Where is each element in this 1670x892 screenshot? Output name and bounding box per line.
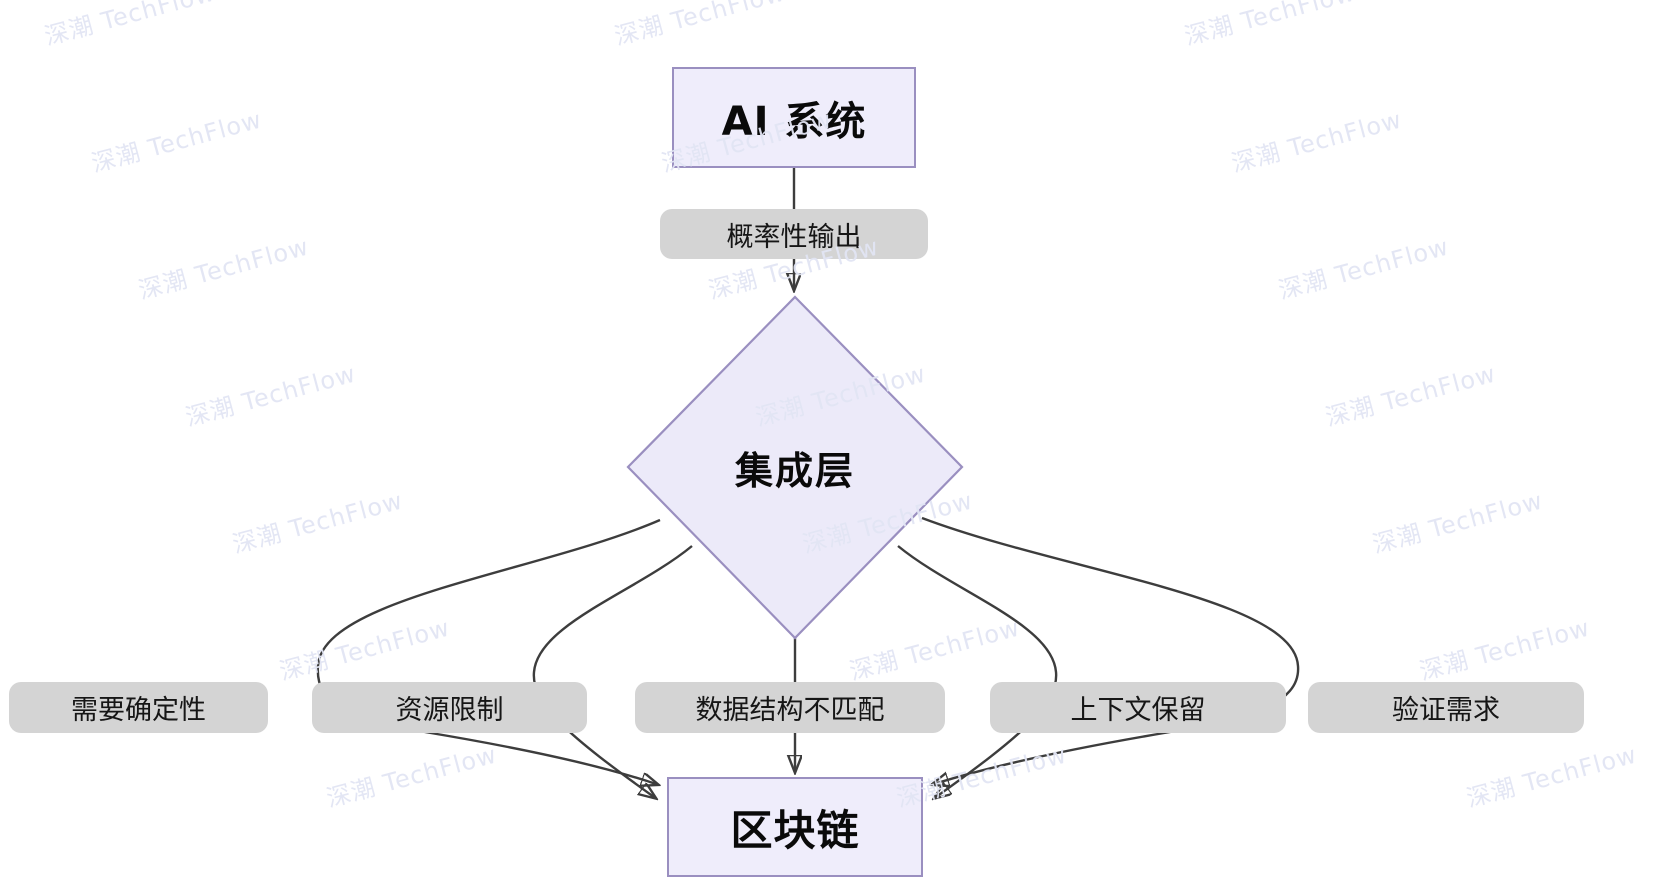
edge-label-probabilistic-output: 概率性输出 <box>660 209 928 259</box>
blockchain-label: 区块链 <box>730 805 860 855</box>
edge-label-text: 概率性输出 <box>726 221 862 253</box>
edge-need-determinism <box>316 518 660 784</box>
edge-label-text: 上下文保留 <box>1070 695 1206 726</box>
edge-context-retention <box>897 545 1058 797</box>
ai-system-node: AI 系统 <box>672 67 916 168</box>
edge-label-need-determinism: 需要确定性 <box>9 682 268 733</box>
edge-label-verification-needs: 验证需求 <box>1308 682 1584 733</box>
edge-label-data-structure-mismatch: 数据结构不匹配 <box>635 682 945 733</box>
edge-label-context-retention: 上下文保留 <box>990 682 1286 733</box>
edge-label-text: 需要确定性 <box>71 695 206 726</box>
edge-label-text: 资源限制 <box>395 695 504 726</box>
edge-resource-limits <box>532 545 693 797</box>
edge-label-resource-limits: 资源限制 <box>312 682 587 733</box>
edge-label-text: 数据结构不匹配 <box>695 695 885 726</box>
edge-verification-needs <box>921 516 1300 784</box>
blockchain-node: 区块链 <box>667 777 923 877</box>
edge-label-text: 验证需求 <box>1392 695 1500 726</box>
integration-layer-label: 集成层 <box>734 448 855 493</box>
ai-system-label: AI 系统 <box>721 98 867 145</box>
integration-layer-diamond <box>626 295 964 640</box>
